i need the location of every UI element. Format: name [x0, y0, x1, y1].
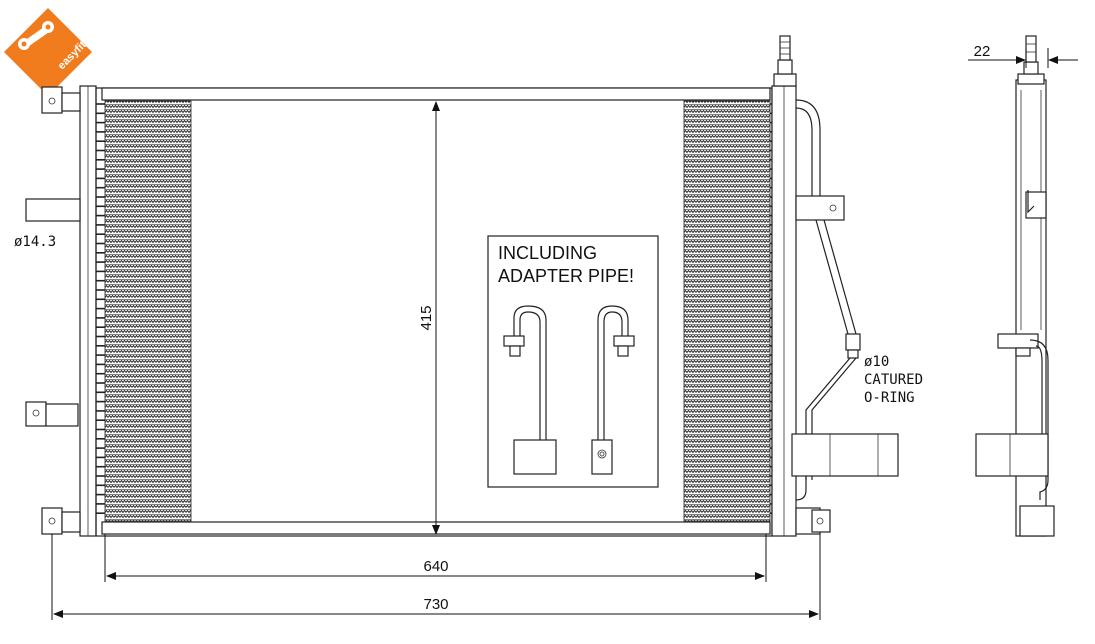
top-side-plate: [101, 87, 771, 101]
height-dimension: 415: [418, 101, 440, 535]
adapter-pipe-1: [503, 305, 557, 475]
front-view: ø14.3 ø10 CATURED O-RING 415 640 730: [14, 35, 923, 620]
adapter-pipe-2: [591, 305, 635, 475]
outlet-note-line1: CATURED: [864, 372, 923, 388]
left-brackets: [25, 86, 81, 535]
fin-block-right: [683, 100, 771, 522]
depth-value: 22: [974, 43, 991, 60]
core-width-dimension: 640: [104, 534, 767, 582]
adapter-pipe-detail: INCLUDING ADAPTER PIPE!: [487, 235, 659, 488]
right-pipe: [791, 99, 899, 501]
inlet-diameter-label: ø14.3: [14, 234, 56, 250]
outlet-diameter-label: ø10: [864, 354, 889, 370]
fin-block-left: [104, 100, 192, 522]
inlet-fitting: [25, 198, 81, 222]
height-value: 415: [418, 305, 435, 330]
side-view: 22: [968, 35, 1078, 537]
receiver-drier: [791, 433, 899, 477]
easyfit-logo: easyfit: [4, 8, 92, 96]
outlet-note-line2: O-RING: [864, 390, 915, 406]
total-width-dimension: 730: [51, 534, 821, 620]
notice-line1: INCLUDING: [498, 243, 597, 263]
top-valve: [773, 35, 797, 87]
core-width-value: 640: [423, 558, 448, 575]
side-receiver-drier: [975, 433, 1049, 477]
depth-dimension: 22: [968, 43, 1078, 68]
notice-line2: ADAPTER PIPE!: [498, 266, 634, 286]
wrench-icon: [18, 21, 54, 50]
total-width-value: 730: [423, 596, 448, 613]
